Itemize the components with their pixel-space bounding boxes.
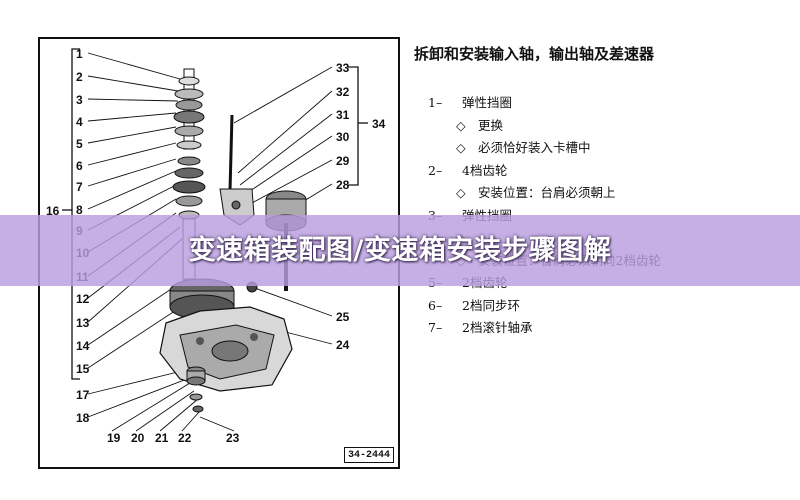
instruction-item: 6– 2档同步环: [428, 295, 788, 318]
label-32: 32: [336, 85, 350, 99]
item-text: 更换: [478, 117, 504, 133]
diamond-bullet-icon: ◇: [456, 117, 466, 133]
label-20: 20: [131, 431, 145, 445]
label-33: 33: [336, 61, 350, 75]
label-5: 5: [76, 137, 83, 151]
item-number: 6–: [428, 297, 443, 313]
shift-rod: [219, 114, 255, 226]
diamond-bullet-icon: ◇: [456, 140, 466, 155]
label-30: 30: [336, 130, 350, 144]
diamond-bullet-icon: ◇: [456, 185, 466, 200]
gearbox-housing: [159, 306, 293, 392]
label-13: 13: [76, 316, 90, 330]
instruction-subitem: ◇ 更换: [428, 115, 788, 138]
instruction-subitem: ◇ 必须恰好装入卡槽中: [428, 137, 788, 160]
label-28: 28: [336, 178, 350, 192]
reference-code: 34-2444: [344, 447, 394, 463]
instruction-title: 拆卸和安装输入轴，输出轴及差速器: [414, 45, 655, 63]
instruction-subitem: ◇ 安装位置：台肩必须朝上: [428, 182, 788, 205]
label-8: 8: [76, 203, 83, 217]
item-text: 安装位置：台肩必须朝上: [478, 185, 616, 200]
flange-parts: [186, 366, 206, 413]
right-labels: 33 32 31 30 29 28 25 24 34: [336, 61, 386, 352]
label-25: 25: [336, 310, 350, 324]
label-21: 21: [155, 431, 169, 445]
instruction-panel: 拆卸和安装输入轴，输出轴及差速器 1– 弹性挡圈 ◇ 更换 ◇ 必须恰好装入卡槽中 2– 4档…: [414, 40, 794, 335]
label-7: 7: [76, 180, 83, 194]
label-18: 18: [76, 411, 90, 425]
label-6: 6: [76, 159, 83, 173]
label-17: 17: [76, 388, 90, 402]
label-34: 34: [372, 117, 386, 131]
instruction-item: 2– 4档齿轮: [428, 160, 788, 183]
label-31: 31: [336, 108, 350, 122]
bottom-labels: 19 20 21 22 23: [107, 431, 240, 445]
banner-title: 变速箱装配图/变速箱安装步骤图解: [188, 235, 612, 266]
item-text: 弹性挡圈: [462, 95, 513, 110]
label-22: 22: [178, 431, 192, 445]
label-19: 19: [107, 431, 121, 445]
label-2: 2: [76, 70, 83, 84]
label-24: 24: [336, 338, 350, 352]
label-16: 16: [46, 204, 60, 218]
label-15: 15: [76, 362, 90, 376]
item-text: 4档齿轮: [462, 162, 508, 178]
instruction-item: 1– 弹性挡圈: [428, 92, 788, 115]
label-3: 3: [76, 93, 83, 107]
item-text: 必须恰好装入卡槽中: [478, 140, 591, 155]
item-number: 2–: [428, 162, 443, 178]
label-23: 23: [226, 431, 240, 445]
label-14: 14: [76, 339, 90, 353]
label-1: 1: [76, 47, 83, 61]
title-banner: 变速箱装配图/变速箱安装步骤图解: [0, 215, 800, 286]
label-4: 4: [76, 115, 83, 129]
item-text: 2档同步环: [462, 297, 520, 313]
item-number: 1–: [428, 95, 443, 110]
label-29: 29: [336, 154, 350, 168]
item-text: 2档滚针轴承: [462, 320, 533, 335]
item-number: 7–: [428, 320, 443, 335]
label-12: 12: [76, 292, 90, 306]
instruction-item: 7– 2档滚针轴承: [428, 317, 788, 340]
